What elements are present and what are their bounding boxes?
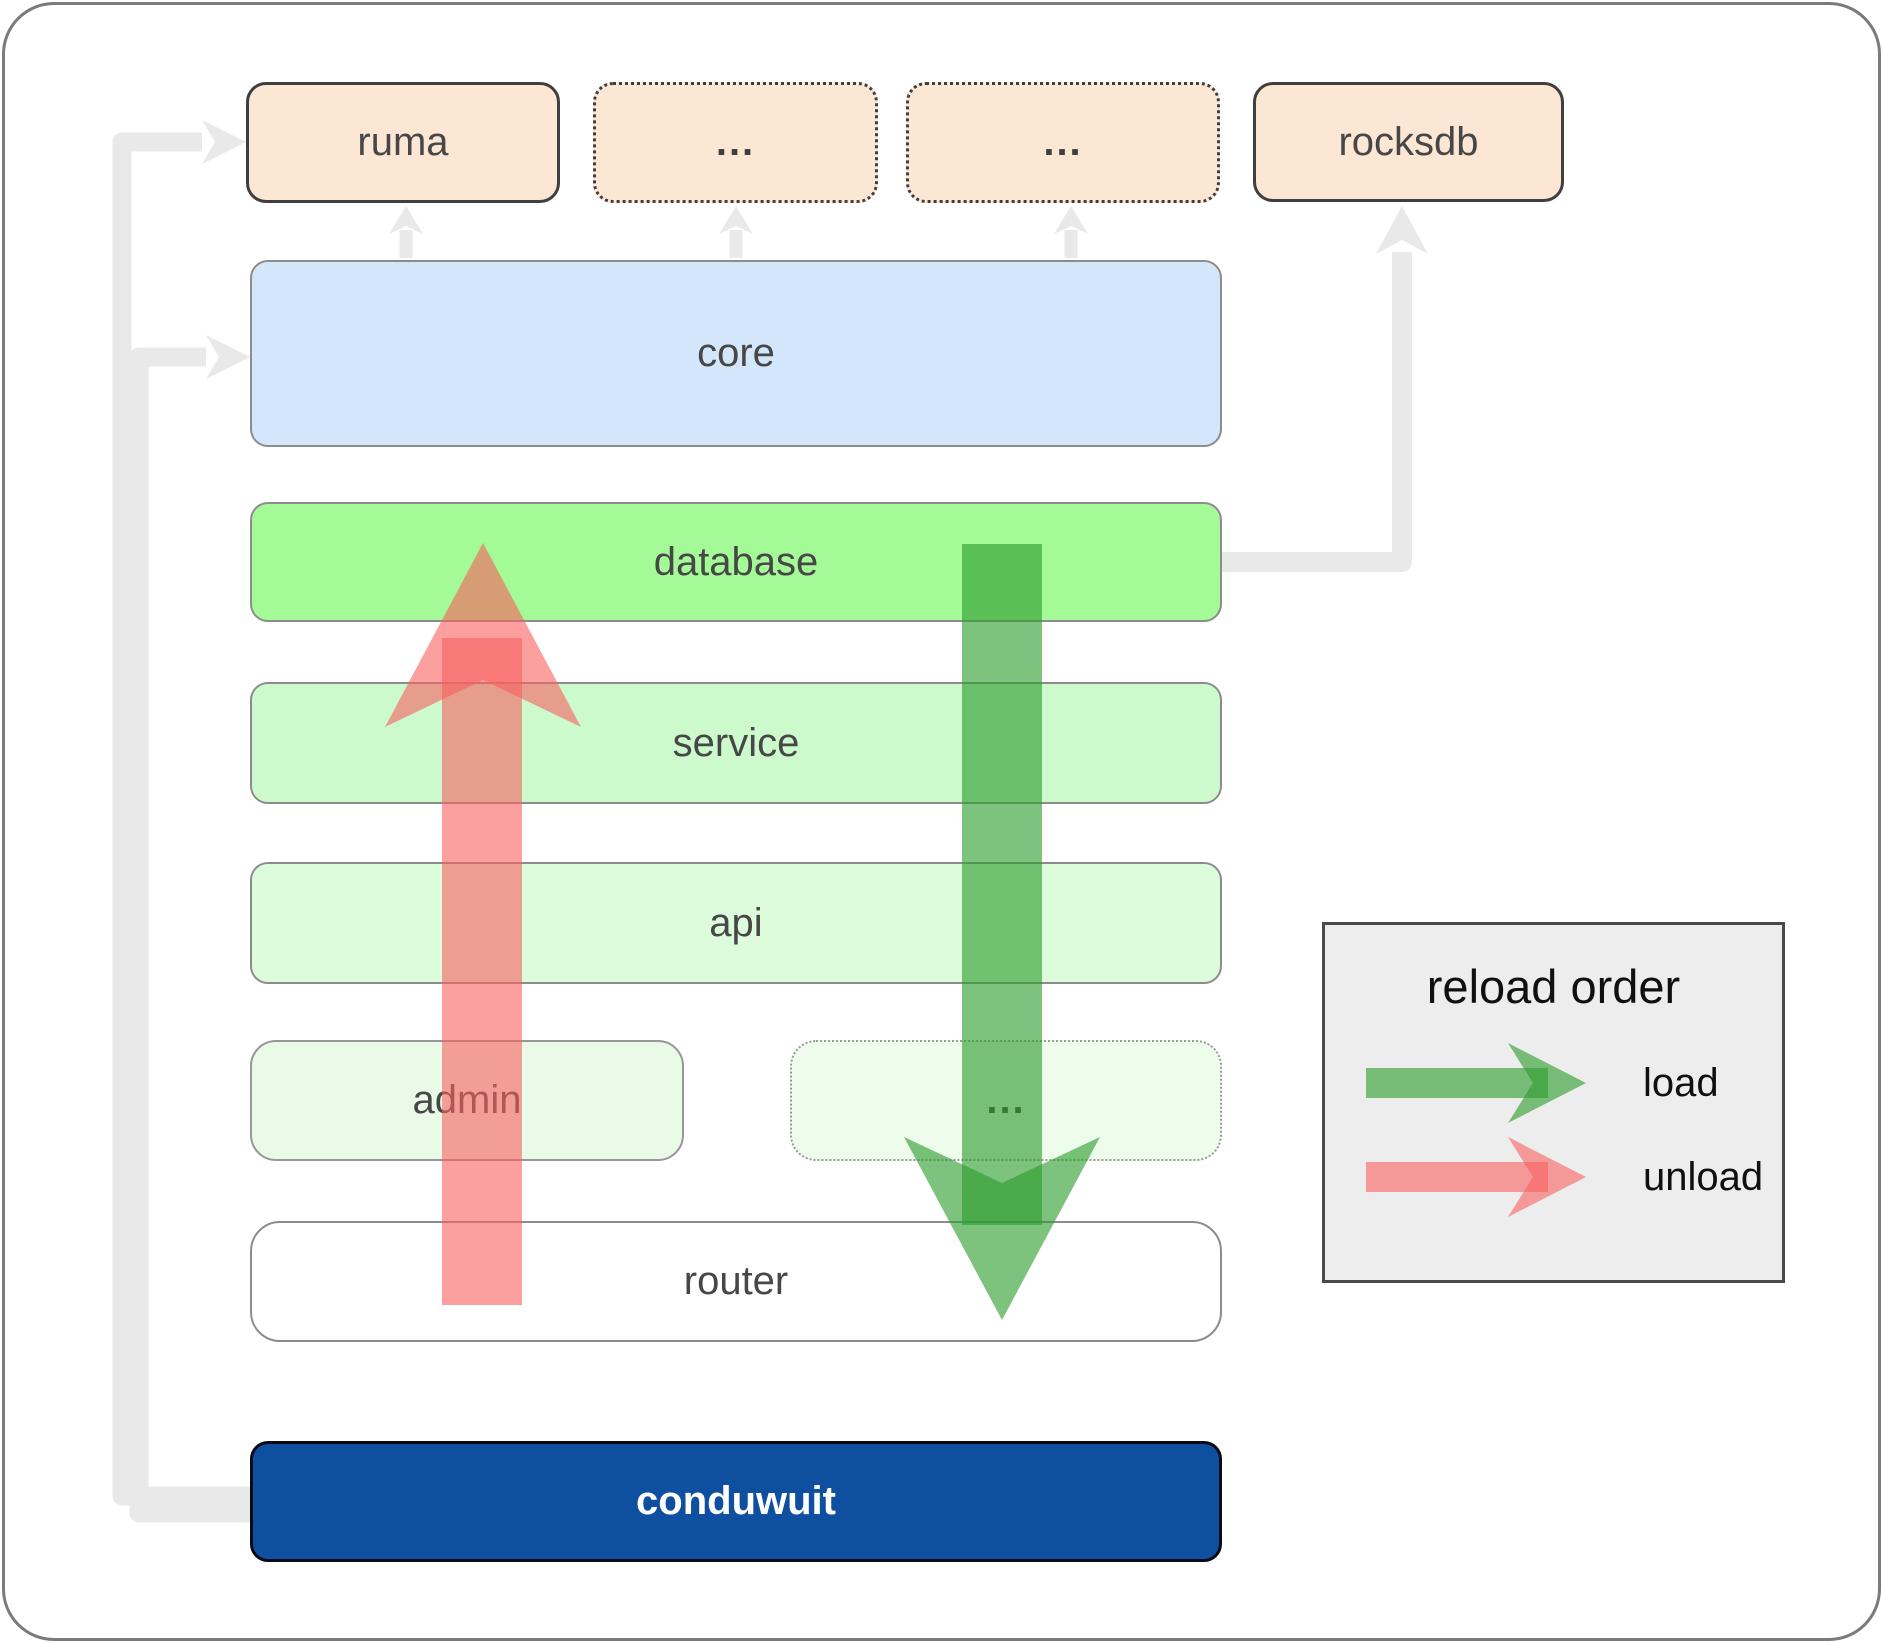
node-api: api <box>250 862 1222 984</box>
load-arrow-icon <box>1366 1043 1586 1123</box>
node-rocksdb-label: rocksdb <box>1338 119 1479 164</box>
node-service-label: service <box>672 720 800 765</box>
legend-load-label: load <box>1643 1060 1719 1105</box>
node-ruma: ruma <box>246 82 560 203</box>
node-core-label: core <box>697 331 775 375</box>
unload-arrow-icon <box>1366 1137 1586 1217</box>
legend: reload order load unload <box>1322 922 1785 1283</box>
node-ruma-label: ruma <box>357 120 449 164</box>
node-core: core <box>250 260 1222 447</box>
node-module-c-label: ... <box>986 1078 1026 1122</box>
node-admin-label: admin <box>412 1078 522 1122</box>
node-router: router <box>250 1221 1222 1342</box>
node-admin: admin <box>250 1040 684 1161</box>
legend-unload-label: unload <box>1643 1154 1764 1199</box>
node-router-label: router <box>683 1259 789 1303</box>
node-database-label: database <box>653 539 819 584</box>
node-service: service <box>250 682 1222 804</box>
node-conduwuit: conduwuit <box>250 1441 1222 1562</box>
legend-row-unload: unload <box>1355 1127 1763 1227</box>
node-module-a-label: ... <box>715 120 756 164</box>
legend-title: reload order <box>1426 960 1681 1013</box>
node-module-a: ... <box>593 82 878 203</box>
node-database: database <box>250 502 1222 622</box>
node-conduwuit-label: conduwuit <box>636 1479 836 1523</box>
node-api-label: api <box>709 900 763 945</box>
legend-row-load: load <box>1355 1033 1719 1133</box>
node-module-b-label: ... <box>1043 120 1083 164</box>
node-module-c: ... <box>790 1040 1222 1161</box>
node-rocksdb: rocksdb <box>1253 82 1564 202</box>
node-module-b: ... <box>906 82 1220 203</box>
